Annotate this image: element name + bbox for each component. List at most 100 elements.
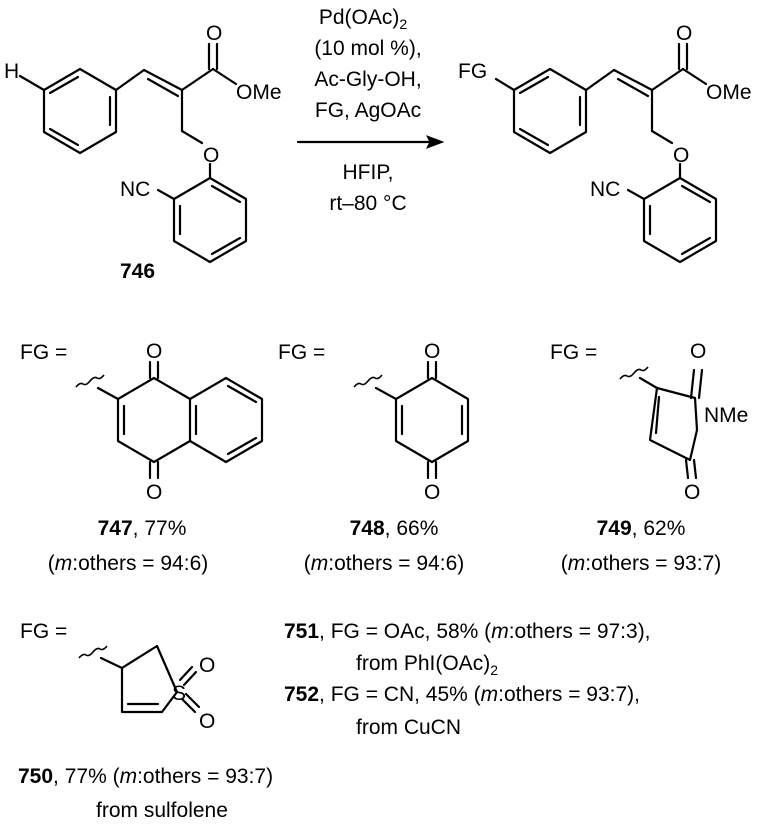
sulfolene-structure xyxy=(78,644,201,714)
condition-line-2: (10 mol %), xyxy=(314,37,421,60)
substrate-h-atom: H xyxy=(4,60,19,83)
mi-bottom-carbonyl xyxy=(684,458,698,480)
mi-nme-label: NMe xyxy=(704,404,748,427)
substrate-alkene-bond xyxy=(142,68,184,92)
sf-wavy-line xyxy=(78,645,108,659)
product-fg-bond xyxy=(494,77,516,92)
bq-top-carbonyl xyxy=(426,360,438,380)
product-ch2-o-bond xyxy=(650,129,674,145)
substrate-number: 746 xyxy=(120,260,155,283)
substrate-ch-bond xyxy=(18,74,46,92)
product-nitrile-bond xyxy=(626,188,646,201)
product-carbonyl-o: O xyxy=(676,22,692,45)
substrate-ome-label: OMe xyxy=(236,81,282,104)
bq-wavy-line xyxy=(353,374,383,388)
entry-750-caption: 750, 77% (m:others = 93:7) xyxy=(18,765,273,788)
product-structure xyxy=(494,42,718,264)
substrate-nitrile-label: NC xyxy=(120,178,150,201)
substrate-benzene-inner-bond-3 xyxy=(48,75,80,95)
nq-quinone-ring xyxy=(116,376,192,464)
nq-o-top: O xyxy=(146,340,162,363)
sf-so-bottom xyxy=(180,692,201,714)
entry-750-source: from sulfolene xyxy=(96,799,228,822)
product-vinyl-bond xyxy=(584,68,616,92)
reaction-arrow-head xyxy=(425,135,445,149)
nq-top-carbonyl xyxy=(148,360,160,380)
product-ester-o-bond xyxy=(681,67,708,86)
substrate-nitrile-bond xyxy=(156,188,176,201)
substrate-ether-o: O xyxy=(203,144,219,167)
entry-748-caption: 748, 66% xyxy=(350,517,439,540)
product-ome-label: OMe xyxy=(706,81,752,104)
nq-benzo-inner-1 xyxy=(226,384,258,404)
mi-top-carbonyl xyxy=(689,368,704,400)
substrate-lower-ring xyxy=(172,176,248,264)
product-alkene-bond-inner xyxy=(616,77,650,98)
bq-ring xyxy=(394,376,470,464)
substrate-benzene-inner-bond-2 xyxy=(48,127,80,147)
entry-747-ratio: (m:others = 94:6) xyxy=(48,552,209,575)
entry-749-ratio: (m:others = 93:7) xyxy=(561,552,722,575)
product-lower-ring xyxy=(642,176,718,264)
product-alkene-bond xyxy=(612,68,654,92)
mi-o-bottom: O xyxy=(684,481,700,504)
mi-wavy-line xyxy=(619,366,649,380)
mi-ring xyxy=(648,386,699,462)
entry-752-source: from CuCN xyxy=(356,716,461,739)
substrate-ch2-o-bond xyxy=(180,129,204,145)
substrate-benzene-ring xyxy=(42,67,118,155)
substrate-carbonyl-o: O xyxy=(206,22,222,45)
benzoquinone-structure xyxy=(353,360,470,480)
nq-bottom-carbonyl xyxy=(148,460,160,480)
sf-ring xyxy=(120,644,179,714)
fg-label-749: FG = xyxy=(550,341,597,364)
product-benzene-ring xyxy=(512,67,588,155)
product-ether-o: O xyxy=(673,144,689,167)
substrate-vinyl-bond xyxy=(114,68,146,92)
nq-o-bottom: O xyxy=(146,481,162,504)
sf-attach-bond xyxy=(99,656,124,670)
product-ester-bond xyxy=(650,67,685,92)
product-benzene-inner-bond-3 xyxy=(518,75,550,95)
condition-line-3: Ac-Gly-OH, xyxy=(314,68,421,91)
substrate-lower-inner-bond-2 xyxy=(210,236,242,256)
fg-label-748: FG = xyxy=(278,341,325,364)
substrate-alkene-bond-inner xyxy=(146,77,180,98)
bq-o-top: O xyxy=(424,340,440,363)
product-lower-inner-bond-1 xyxy=(680,184,712,204)
mi-attach-bond xyxy=(638,376,659,390)
product-benzene-inner-bond-2 xyxy=(518,127,550,147)
nq-wavy-line xyxy=(75,374,105,388)
product-lower-inner-bond-2 xyxy=(680,236,712,256)
substrate-746-structure xyxy=(18,42,248,264)
bq-attach-bond xyxy=(374,386,398,401)
product-carbonyl-bond xyxy=(677,42,689,71)
substrate-ester-o-bond xyxy=(211,67,238,86)
substrate-ester-bond xyxy=(180,67,215,92)
sf-s-atom: S xyxy=(172,682,186,705)
sf-o-top: O xyxy=(199,654,215,677)
entry-747-caption: 747, 77% xyxy=(98,517,187,540)
bq-bottom-carbonyl xyxy=(426,460,438,480)
condition-line-5: HFIP, xyxy=(343,161,394,184)
sf-so-top xyxy=(178,665,198,687)
mi-o-top: O xyxy=(690,340,706,363)
fg-label-747: FG = xyxy=(20,341,67,364)
nq-benzo-inner-2 xyxy=(226,436,258,456)
entry-752-line: 752, FG = CN, 45% (m:others = 93:7), xyxy=(284,683,640,706)
nq-benzo-ring xyxy=(188,376,264,464)
product-fg-atom: FG xyxy=(458,60,487,83)
entry-751-line: 751, FG = OAc, 58% (m:others = 97:3), xyxy=(284,620,651,643)
product-nitrile-label: NC xyxy=(590,178,620,201)
entry-748-ratio: (m:others = 94:6) xyxy=(304,552,465,575)
entry-751-source: from PhI(OAc)2 xyxy=(356,652,498,678)
condition-line-4: FG, AgOAc xyxy=(315,99,421,122)
mi-alkene-inner xyxy=(654,395,661,435)
bq-o-bottom: O xyxy=(424,481,440,504)
substrate-carbonyl-bond xyxy=(207,42,219,71)
maleimide-structure xyxy=(619,366,704,480)
condition-line-1: Pd(OAc)2 xyxy=(319,6,408,32)
nq-attach-bond xyxy=(96,386,120,401)
condition-line-6: rt–80 °C xyxy=(329,192,406,215)
